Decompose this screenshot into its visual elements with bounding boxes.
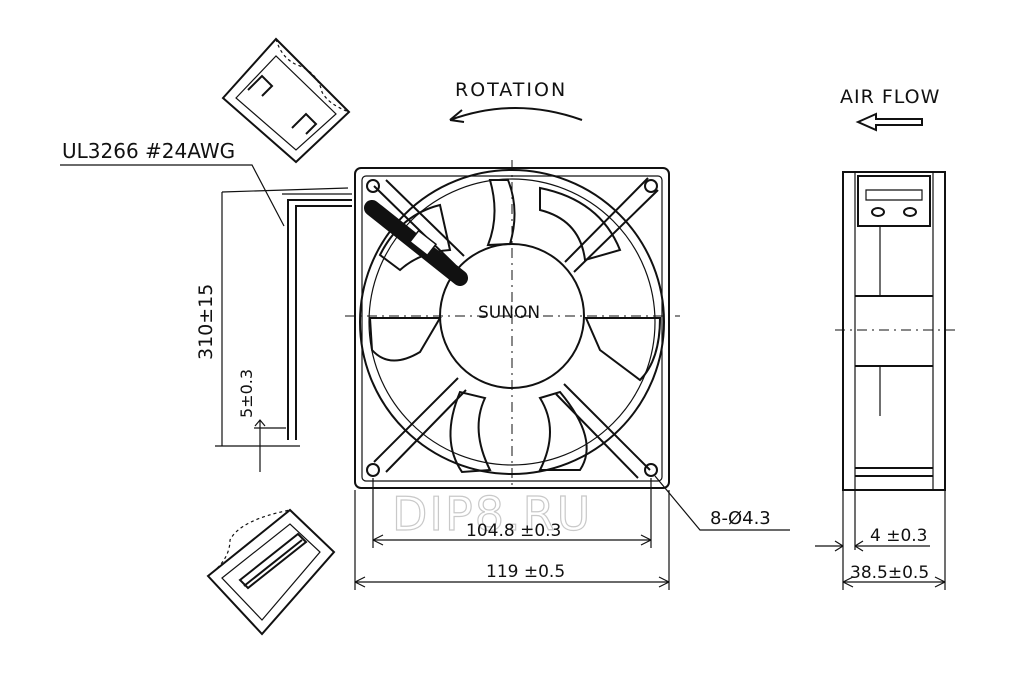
- rotation-arrow: [449, 107, 583, 121]
- frame-width-dim: 119 ±0.5: [486, 562, 565, 582]
- side-dimension-lines: [815, 490, 946, 590]
- connector-detail-top: [221, 37, 351, 164]
- fan-front-view: [345, 160, 680, 490]
- wire-spec-leader: [60, 164, 285, 227]
- connector-detail-bottom: [206, 508, 336, 636]
- lead-length-dim: 310±15: [195, 284, 217, 360]
- air-flow-label: AIR FLOW: [840, 86, 940, 108]
- fan-side-view: [835, 171, 955, 491]
- watermark: DIP8.RU: [392, 487, 592, 541]
- holes-dim: 8-Ø4.3: [710, 508, 771, 529]
- hole-spacing-dim: 104.8 ±0.3: [466, 521, 561, 541]
- wire-spec-label: UL3266 #24AWG: [62, 139, 235, 163]
- strip-length-dim: 5±0.3: [237, 369, 256, 418]
- lead-wires: [215, 187, 352, 472]
- flange-thickness-dim: 4 ±0.3: [870, 526, 928, 546]
- air-flow-arrow: [855, 112, 923, 132]
- holes-leader: [654, 475, 790, 531]
- fan-depth-dim: 38.5±0.5: [850, 563, 929, 583]
- rotation-label: ROTATION: [455, 79, 567, 101]
- brand-label: SUNON: [478, 303, 540, 323]
- width-dimension-lines: [354, 478, 670, 590]
